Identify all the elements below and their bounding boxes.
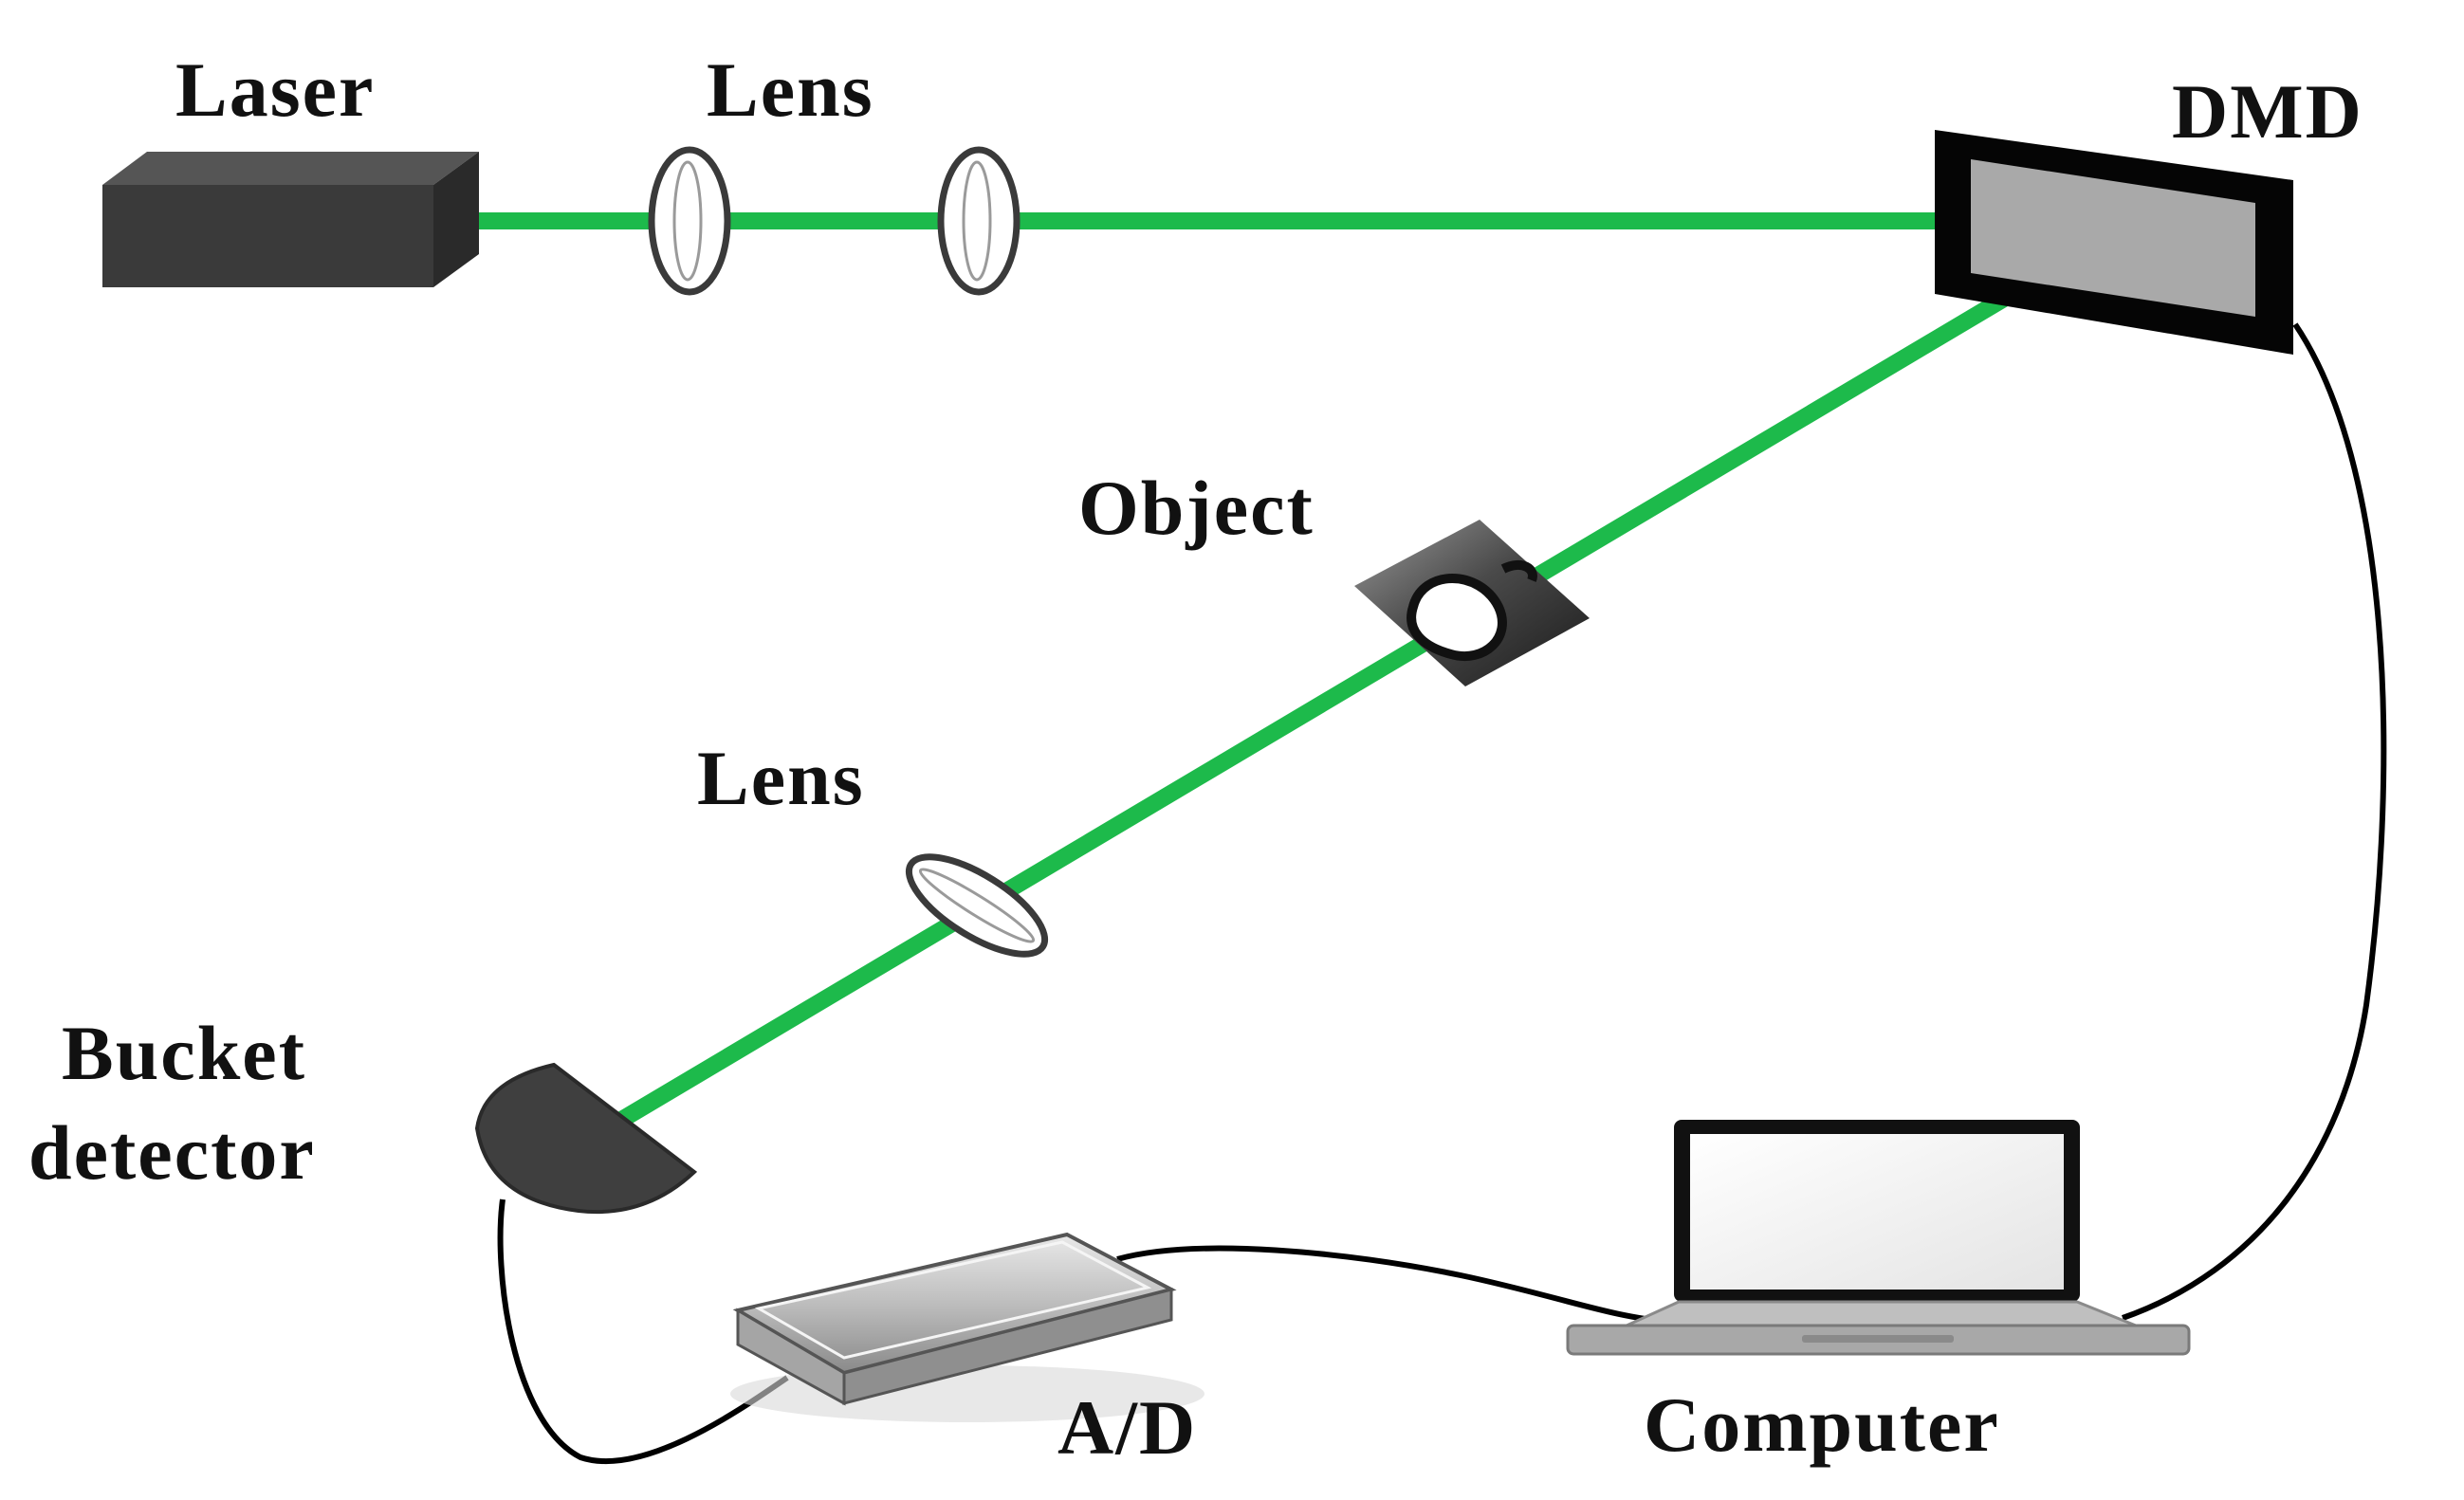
dmd-label: DMD (2172, 68, 2363, 155)
laser-label: Laser (175, 46, 375, 133)
object-label: Object (1078, 465, 1315, 551)
lens-ellipse-icon (905, 853, 1049, 958)
cables (497, 322, 2387, 1465)
ad-converter-icon (730, 1232, 1204, 1422)
laser-beams (479, 212, 2023, 1129)
laser-box-icon (102, 152, 479, 287)
dmd-panel-icon (1935, 130, 2293, 355)
lens-ellipse-icon (648, 146, 731, 296)
lens-top-label: Lens (707, 46, 874, 133)
lens-diagonal-label: Lens (697, 735, 865, 821)
laptop-icon (1566, 1120, 2191, 1356)
bucket-detector-label-line1: Bucket (62, 1010, 306, 1096)
computer-label: Computer (1644, 1381, 2000, 1468)
cable-detector-ad (497, 1198, 789, 1465)
bucket-detector-label-line2: detector (28, 1109, 316, 1196)
ad-label: A/D (1057, 1384, 1197, 1471)
object-slide-icon (1354, 520, 1590, 686)
labels: Laser Lens DMD Object Lens Bucket detect… (28, 46, 2363, 1471)
cable-ad-computer (1116, 1245, 1672, 1325)
cable-dmd-computer (2122, 322, 2387, 1321)
beam-diagonal (614, 283, 2023, 1129)
bucket-detector-icon (474, 1062, 698, 1215)
lens-ellipse-icon (937, 146, 1021, 296)
